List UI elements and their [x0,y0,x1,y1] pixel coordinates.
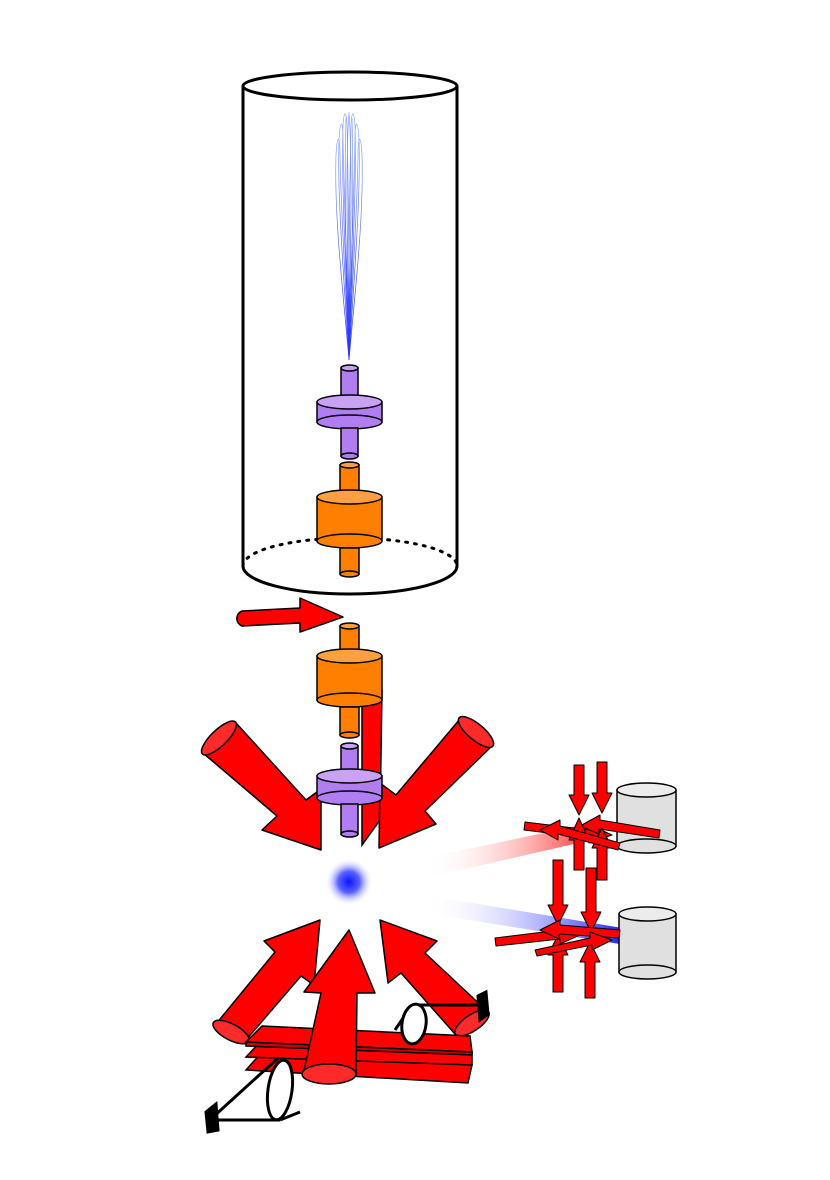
mot-beam-lower-right [379,919,490,1037]
upper-orange-lens [316,461,383,578]
detector-cylinder-upper [616,782,677,854]
upper-violet-lens [316,364,383,460]
mot-beam-vertical [301,929,376,1085]
atom-fountain-plume [335,111,363,361]
red-fluorescence-detector [523,761,677,881]
push-beam-arrow [236,597,344,633]
lower-violet-lens [316,742,383,838]
lens-lower-left-icon [265,1058,295,1122]
beam-splitting-optics [204,989,490,1134]
probe-arrows-upper [523,761,661,881]
lower-orange-lens [316,622,383,739]
detector-cylinder-lower [618,906,677,980]
mirror-right-icon [476,989,490,1023]
optical-table-plates [244,1025,473,1084]
atom-cloud [325,858,373,906]
mot-beam-upper-left [200,720,322,851]
mirror-left-icon [204,1101,220,1134]
mot-beam-upper-right [378,715,495,849]
blue-fluorescence-detector [494,859,677,999]
lens-upper-right-icon [400,1002,428,1046]
probe-arrows-lower [494,859,621,999]
mot-beam-lower-left [212,919,321,1045]
mot-beams-upper [200,715,495,851]
vacuum-tube [241,70,459,596]
